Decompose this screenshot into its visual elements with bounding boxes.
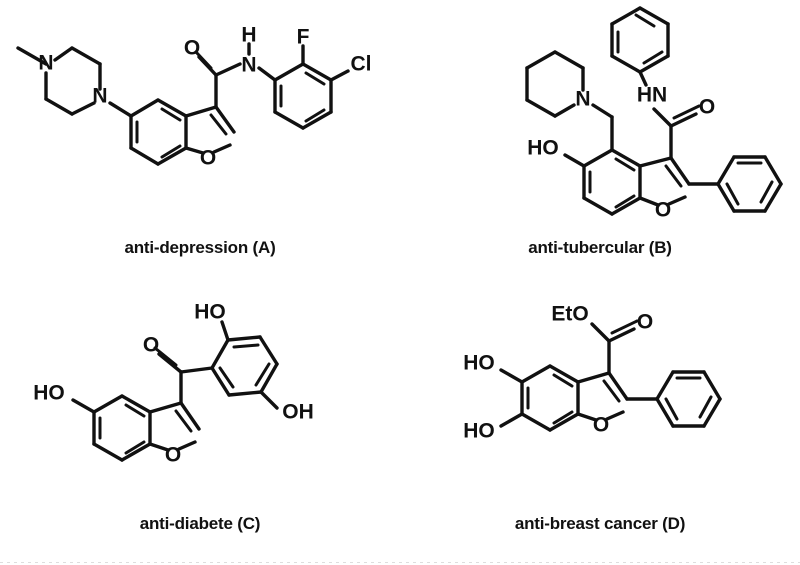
atom-label-EtO: EtO xyxy=(551,303,588,326)
chemical-structure-C: HO O HO OH O xyxy=(33,301,314,467)
chemical-structure-A: N N O N H O F Cl xyxy=(16,24,372,170)
atom-label-Cl: Cl xyxy=(351,53,372,76)
atom-label-O: O xyxy=(143,334,159,357)
chemical-structure-B: N HN O HO O xyxy=(525,6,783,222)
atom-label-F: F xyxy=(297,26,310,49)
atom-label-O: O xyxy=(200,147,216,170)
atom-label-HO: HO xyxy=(527,137,559,160)
atom-label-O: O xyxy=(699,96,715,119)
atom-label-HN: HN xyxy=(637,84,667,107)
structure-panel-D: EtO O HO HO O anti-breast cancer (D) xyxy=(400,282,800,565)
atom-label-OH: OH xyxy=(282,401,314,424)
atom-label-O: O xyxy=(593,414,609,437)
atom-label-O: O xyxy=(184,37,200,60)
caption-C: anti-diabete (C) xyxy=(139,514,261,533)
atom-label-N: N xyxy=(575,88,590,111)
atom-label-O: O xyxy=(637,311,653,334)
atom-label-N: N xyxy=(241,54,256,77)
atom-label-HO: HO xyxy=(463,352,495,375)
caption-B: anti-tubercular (B) xyxy=(528,238,672,257)
caption-D: anti-breast cancer (D) xyxy=(514,514,686,533)
atom-label-HO: HO xyxy=(194,301,226,324)
chemical-structure-D: EtO O HO HO O xyxy=(463,303,722,443)
atom-label-H: H xyxy=(241,24,256,47)
atom-label-N: N xyxy=(38,52,53,75)
atom-label-HO: HO xyxy=(463,420,495,443)
atom-label-HO: HO xyxy=(33,382,65,405)
atom-label-O: O xyxy=(165,444,181,467)
structure-panel-A: N N O N H O F Cl anti-depression (A) xyxy=(0,0,400,282)
structure-panel-C: HO O HO OH O anti-diabete (C) xyxy=(0,282,400,565)
atom-label-N: N xyxy=(92,85,107,108)
structure-panel-B: N HN O HO O anti-tubercular (B) xyxy=(400,0,800,282)
atom-label-O: O xyxy=(655,199,671,222)
bottom-divider xyxy=(0,562,800,563)
caption-A: anti-depression (A) xyxy=(124,238,276,257)
